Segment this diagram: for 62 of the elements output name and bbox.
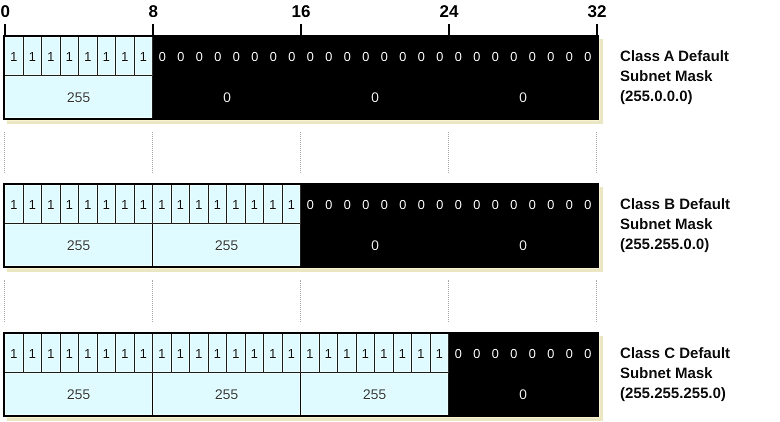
bit-cell: 1 [134, 334, 153, 373]
tick-label: 16 [292, 2, 310, 22]
bit-cell: 1 [264, 334, 282, 373]
tick-label: 8 [148, 2, 158, 22]
bit-cell: 1 [42, 37, 60, 76]
bit-cell: 1 [172, 334, 190, 373]
bit-cell: 1 [134, 185, 153, 224]
bit-cell: 1 [116, 37, 134, 76]
bit-cell: 1 [190, 334, 208, 373]
bit-cell: 1 [5, 185, 24, 224]
bit-cell: 1 [79, 185, 98, 224]
tick-label: 0 [0, 2, 10, 22]
octet-cell: 255 [153, 224, 301, 266]
bit-cell: 1 [338, 334, 356, 373]
bit-cell: 1 [246, 185, 264, 224]
bit-cell: 1 [24, 334, 42, 373]
bit-cell: 1 [60, 37, 79, 76]
bit-cell: 1 [375, 334, 394, 373]
bit-cell: 1 [282, 185, 301, 224]
octet-cell: 255 [5, 373, 153, 415]
bit-cell: 1 [153, 185, 172, 224]
octet-cell: 255 [5, 224, 153, 266]
bit-cell: 1 [42, 185, 60, 224]
bit-cell: 1 [98, 37, 116, 76]
bit-cell: 1 [282, 334, 301, 373]
bit-cell: 1 [356, 334, 375, 373]
mask-caption: Class B Default Subnet Mask (255.255.0.0) [620, 195, 732, 255]
bit-cell: 1 [79, 334, 98, 373]
bit-cell: 1 [134, 37, 153, 76]
bit-cell: 1 [153, 334, 172, 373]
mask-caption: Class A Default Subnet Mask (255.0.0.0) [620, 47, 730, 107]
octet-cell: 255 [153, 373, 301, 415]
bit-cell: 1 [42, 334, 60, 373]
bit-cell: 1 [5, 37, 24, 76]
bit-cell: 1 [412, 334, 430, 373]
bit-cell: 1 [208, 185, 227, 224]
bit-cell: 1 [60, 334, 79, 373]
bit-cell: 1 [264, 185, 282, 224]
bit-cell: 1 [246, 334, 264, 373]
bit-cell: 1 [116, 185, 134, 224]
bit-cell: 1 [24, 185, 42, 224]
mask-caption: Class C Default Subnet Mask (255.255.255.0) [620, 344, 732, 404]
octet-cell: 255 [5, 76, 153, 118]
bit-cell: 1 [79, 37, 98, 76]
tick-label: 32 [588, 2, 606, 22]
bit-cell: 1 [60, 185, 79, 224]
bit-cell: 1 [430, 334, 449, 373]
bit-cell: 1 [98, 334, 116, 373]
bit-cell: 1 [24, 37, 42, 76]
bit-cell: 1 [116, 334, 134, 373]
bit-cell: 1 [394, 334, 412, 373]
bit-cell: 1 [5, 334, 24, 373]
octet-cell: 255 [301, 373, 449, 415]
bit-cell: 1 [98, 185, 116, 224]
bit-cell: 1 [227, 185, 246, 224]
bit-cell: 1 [208, 334, 227, 373]
bit-cell: 1 [172, 185, 190, 224]
bit-cell: 1 [301, 334, 320, 373]
bit-cell: 1 [320, 334, 338, 373]
tick-label: 24 [440, 2, 458, 22]
bit-cell: 1 [227, 334, 246, 373]
bit-cell: 1 [190, 185, 208, 224]
